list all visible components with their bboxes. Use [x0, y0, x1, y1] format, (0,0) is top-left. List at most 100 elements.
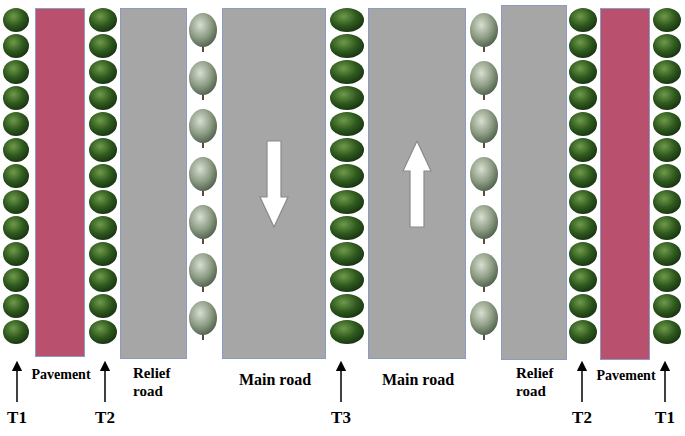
section-arrow	[340, 366, 342, 402]
relief-road-band: Relief road	[501, 5, 567, 360]
section-marker: T3	[321, 408, 361, 428]
bush	[330, 268, 364, 292]
tree-crown	[470, 13, 498, 47]
section-marker-wrap: T2	[562, 408, 602, 428]
band-label: Relief road	[516, 364, 568, 400]
bush	[653, 242, 681, 266]
bush	[3, 268, 29, 292]
tree-rows	[3, 8, 681, 344]
tree-crown	[189, 205, 217, 239]
bush	[330, 164, 364, 188]
bush	[569, 34, 597, 58]
tree-crown	[189, 109, 217, 143]
bush	[3, 242, 29, 266]
section-marker-wrap: T2	[85, 408, 125, 428]
bush	[3, 138, 29, 162]
bush	[89, 8, 117, 32]
main-road-band: Main road	[368, 8, 466, 359]
bush	[653, 268, 681, 292]
bush	[569, 320, 597, 344]
bush	[89, 164, 117, 188]
bush	[653, 190, 681, 214]
bush	[653, 138, 681, 162]
bush	[89, 216, 117, 240]
bush	[653, 216, 681, 240]
bush	[89, 320, 117, 344]
bush	[569, 268, 597, 292]
band-label: Main road	[213, 370, 337, 389]
bush	[3, 60, 29, 84]
direction-arrow-shape	[403, 141, 431, 227]
bush	[653, 164, 681, 188]
tree-crown	[470, 109, 498, 143]
bush	[330, 86, 364, 110]
bush	[89, 60, 117, 84]
bush	[569, 190, 597, 214]
bush	[89, 86, 117, 110]
bush	[330, 60, 364, 84]
band-label: Pavement	[576, 368, 676, 385]
bush	[330, 112, 364, 136]
bush	[653, 8, 681, 32]
relief-road-band: Relief road	[120, 8, 187, 359]
bush	[569, 242, 597, 266]
bush	[89, 138, 117, 162]
bush	[3, 190, 29, 214]
bush	[89, 190, 117, 214]
bush	[569, 112, 597, 136]
bush	[89, 112, 117, 136]
bush	[330, 294, 364, 318]
tree-crown	[470, 205, 498, 239]
bush	[653, 86, 681, 110]
bush	[569, 164, 597, 188]
bush	[330, 216, 364, 240]
bush	[3, 34, 29, 58]
bush	[3, 8, 29, 32]
bush	[569, 60, 597, 84]
bush	[89, 34, 117, 58]
bush	[330, 34, 364, 58]
bush	[3, 86, 29, 110]
bush	[653, 320, 681, 344]
bush	[330, 8, 364, 32]
bush	[569, 86, 597, 110]
bush	[3, 112, 29, 136]
section-marker: T1	[645, 408, 685, 428]
direction-arrow	[258, 139, 290, 229]
bush	[653, 34, 681, 58]
bush	[653, 294, 681, 318]
section-arrow	[664, 366, 666, 402]
band-label: Pavement	[11, 367, 111, 384]
main-road-band: Main road	[222, 8, 326, 359]
pavement-band: Pavement	[35, 8, 85, 357]
bush	[569, 216, 597, 240]
section-marker-wrap: T3	[321, 408, 361, 428]
bush	[653, 112, 681, 136]
section-arrows	[17, 366, 665, 402]
tree-crown	[189, 253, 217, 287]
bush	[89, 268, 117, 292]
section-marker: T2	[562, 408, 602, 428]
bush	[330, 242, 364, 266]
bush	[569, 8, 597, 32]
tree-crown	[470, 61, 498, 95]
section-arrow	[16, 366, 18, 402]
section-arrow	[104, 366, 106, 402]
band-label: Main road	[359, 370, 477, 389]
bush	[89, 242, 117, 266]
band-label: Relief road	[133, 364, 185, 400]
bush	[3, 294, 29, 318]
bush	[3, 320, 29, 344]
section-arrow	[581, 366, 583, 402]
tree-crown	[189, 61, 217, 95]
tree-crown	[470, 157, 498, 191]
bush	[330, 320, 364, 344]
tree-crown	[470, 253, 498, 287]
section-marker-wrap: T1	[645, 408, 685, 428]
bush	[569, 138, 597, 162]
tree-crown	[189, 301, 217, 335]
bush	[89, 294, 117, 318]
tree-crown	[189, 13, 217, 47]
tree-crown	[470, 301, 498, 335]
